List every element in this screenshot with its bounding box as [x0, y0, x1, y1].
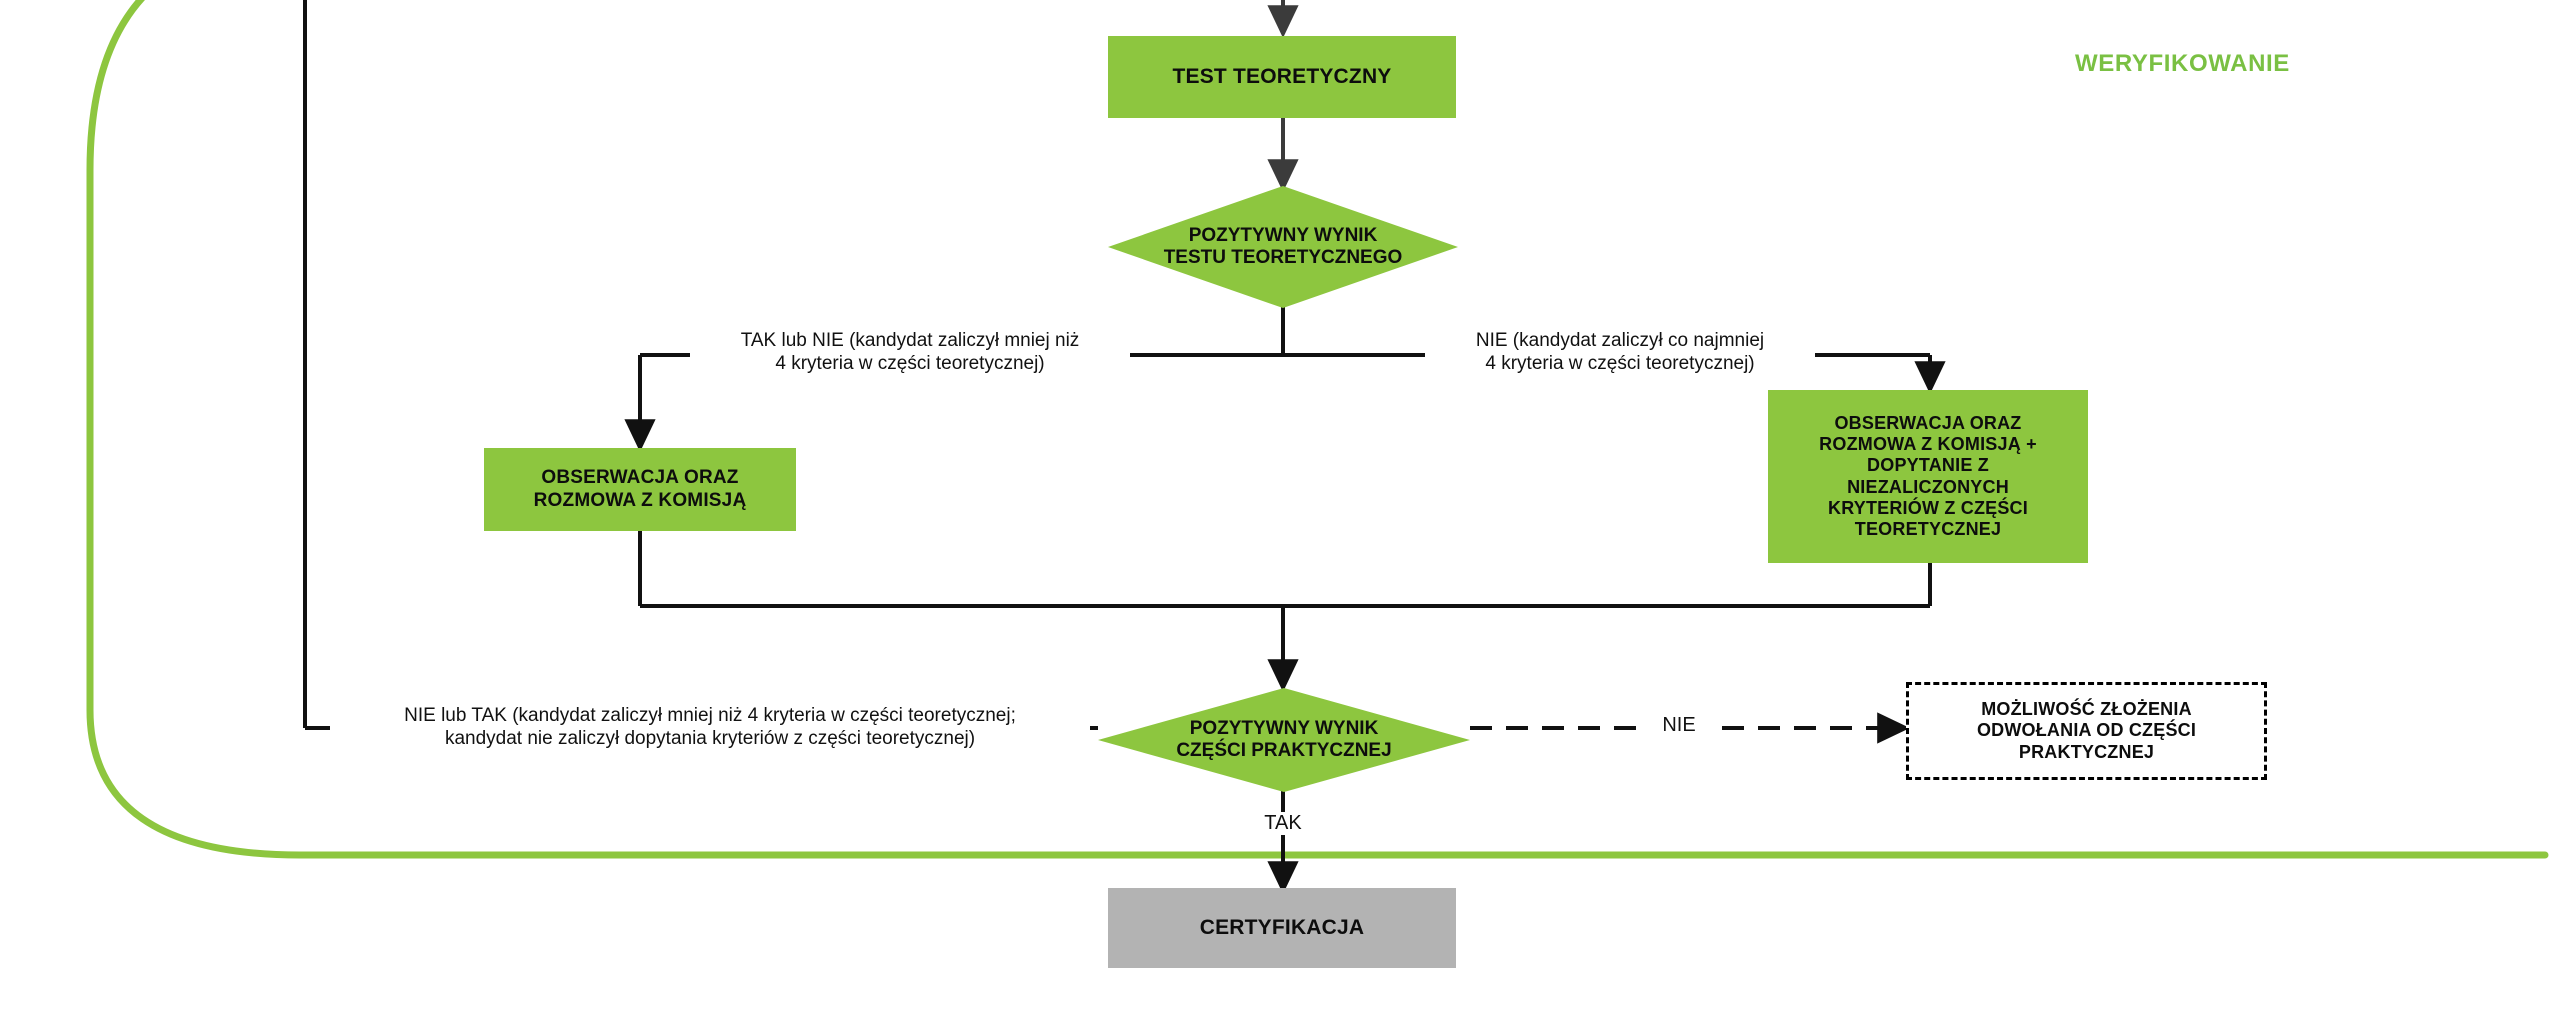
node-label: MOŻLIWOŚĆ ZŁOŻENIA ODWOŁANIA OD CZĘŚCI P… [1976, 699, 2197, 762]
edge-label-branch-right: NIE (kandydat zaliczył co najmniej 4 kry… [1425, 330, 1815, 376]
node-decision-czesc-praktyczna[interactable]: POZYTYWNY WYNIK CZĘŚCI PRAKTYCZNEJ [1098, 688, 1470, 792]
node-obserwacja-rozmowa[interactable]: OBSERWACJA ORAZ ROZMOWA Z KOMISJĄ [484, 448, 796, 531]
edge-label-branch-left: TAK lub NIE (kandydat zaliczył mniej niż… [690, 330, 1130, 376]
node-label: CERTYFIKACJA [1199, 915, 1365, 939]
edge-label-loopback: NIE lub TAK (kandydat zaliczył mniej niż… [330, 705, 1090, 751]
node-mozliwosc-odwolania[interactable]: MOŻLIWOŚĆ ZŁOŻENIA ODWOŁANIA OD CZĘŚCI P… [1906, 682, 2267, 780]
node-label: POZYTYWNY WYNIK TESTU TEORETYCZNEGO [1163, 224, 1403, 268]
edge-label-nie: NIE [1644, 714, 1714, 737]
edge-label-tak: TAK [1248, 812, 1318, 835]
node-certyfikacja[interactable]: CERTYFIKACJA [1108, 888, 1456, 968]
node-test-teoretyczny[interactable]: TEST TEORETYCZNY [1108, 36, 1456, 118]
node-decision-test-teoretyczny[interactable]: POZYTYWNY WYNIK TESTU TEORETYCZNEGO [1108, 186, 1458, 308]
verification-container-outline [86, 0, 2549, 859]
node-label: OBSERWACJA ORAZ ROZMOWA Z KOMISJĄ [533, 467, 747, 511]
node-label: TEST TEORETYCZNY [1172, 64, 1392, 88]
node-label: OBSERWACJA ORAZ ROZMOWA Z KOMISJĄ + DOPY… [1819, 412, 2037, 539]
section-title: WERYFIKOWANIE [2075, 50, 2290, 77]
node-obserwacja-dopytanie[interactable]: OBSERWACJA ORAZ ROZMOWA Z KOMISJĄ + DOPY… [1768, 390, 2088, 563]
node-label: POZYTYWNY WYNIK CZĘŚCI PRAKTYCZNEJ [1176, 717, 1392, 761]
